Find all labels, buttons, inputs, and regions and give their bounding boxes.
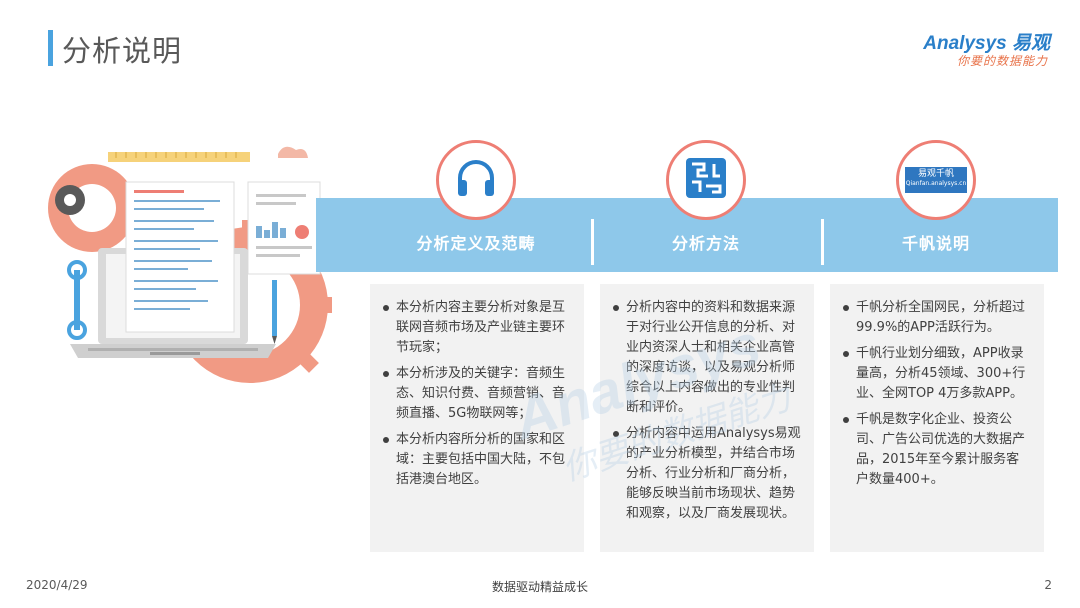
page-number: 2: [1044, 578, 1052, 592]
logo-main-text: Analysys 易观: [923, 33, 1050, 54]
section-icon-circle: [436, 140, 516, 220]
band-divider: [591, 219, 594, 265]
section-header-qianfan: 千帆说明: [901, 234, 970, 253]
qianfan-logo-icon: 易观千帆 Qianfan.analysys.cn: [905, 167, 967, 193]
footer-slogan: 数据驱动精益成长: [491, 580, 588, 594]
footer-date: 2020/4/29: [26, 578, 88, 592]
title-accent-bar: [48, 30, 53, 66]
laptop-documents-illustration: [30, 130, 340, 390]
list-item: 本分析内容所分析的国家和区域：主要包括中国大陆，不包括港澳台地区。: [380, 430, 572, 490]
card-method: 分析内容中的资料和数据来源于对行业公开信息的分析、对业内资深人士和相关企业高管的…: [600, 284, 814, 552]
section-icon-circle: 易观千帆 Qianfan.analysys.cn: [896, 140, 976, 220]
analysys-logo: Analysys 易观 你要的数据能力: [918, 28, 1050, 72]
list-item: 千帆是数字化企业、投资公司、广告公司优选的大数据产品，2015年至今累计服务客户…: [840, 410, 1032, 490]
page-title: 分析说明: [62, 34, 183, 68]
band-divider: [821, 219, 824, 265]
section-header-method: 分析方法: [671, 234, 740, 253]
list-item: 本分析内容主要分析对象是互联网音频市场及产业链主要环节玩家；: [380, 298, 572, 358]
logo-tagline: 你要的数据能力: [956, 54, 1048, 68]
card-qianfan: 千帆分析全国网民，分析超过99.9%的APP活跃行为。 千帆行业划分细致，APP…: [830, 284, 1044, 552]
list-item: 千帆分析全国网民，分析超过99.9%的APP活跃行为。: [840, 298, 1032, 338]
headphones-icon: [454, 156, 498, 204]
maze-icon: [684, 156, 728, 204]
list-item: 千帆行业划分细致，APP收录量高，分析45领域、300+行业、全网TOP 4万多…: [840, 344, 1032, 404]
list-item: 分析内容中运用Analysys易观的产业分析模型，并结合市场分析、行业分析和厂商…: [610, 424, 802, 524]
list-item: 本分析涉及的关键字：音频生态、知识付费、音频营销、音频直播、5G物联网等；: [380, 364, 572, 424]
list-item: 分析内容中的资料和数据来源于对行业公开信息的分析、对业内资深人士和相关企业高管的…: [610, 298, 802, 418]
card-definition: 本分析内容主要分析对象是互联网音频市场及产业链主要环节玩家； 本分析涉及的关键字…: [370, 284, 584, 552]
section-header-definition: 分析定义及范畴: [416, 234, 536, 253]
section-icon-circle: [666, 140, 746, 220]
